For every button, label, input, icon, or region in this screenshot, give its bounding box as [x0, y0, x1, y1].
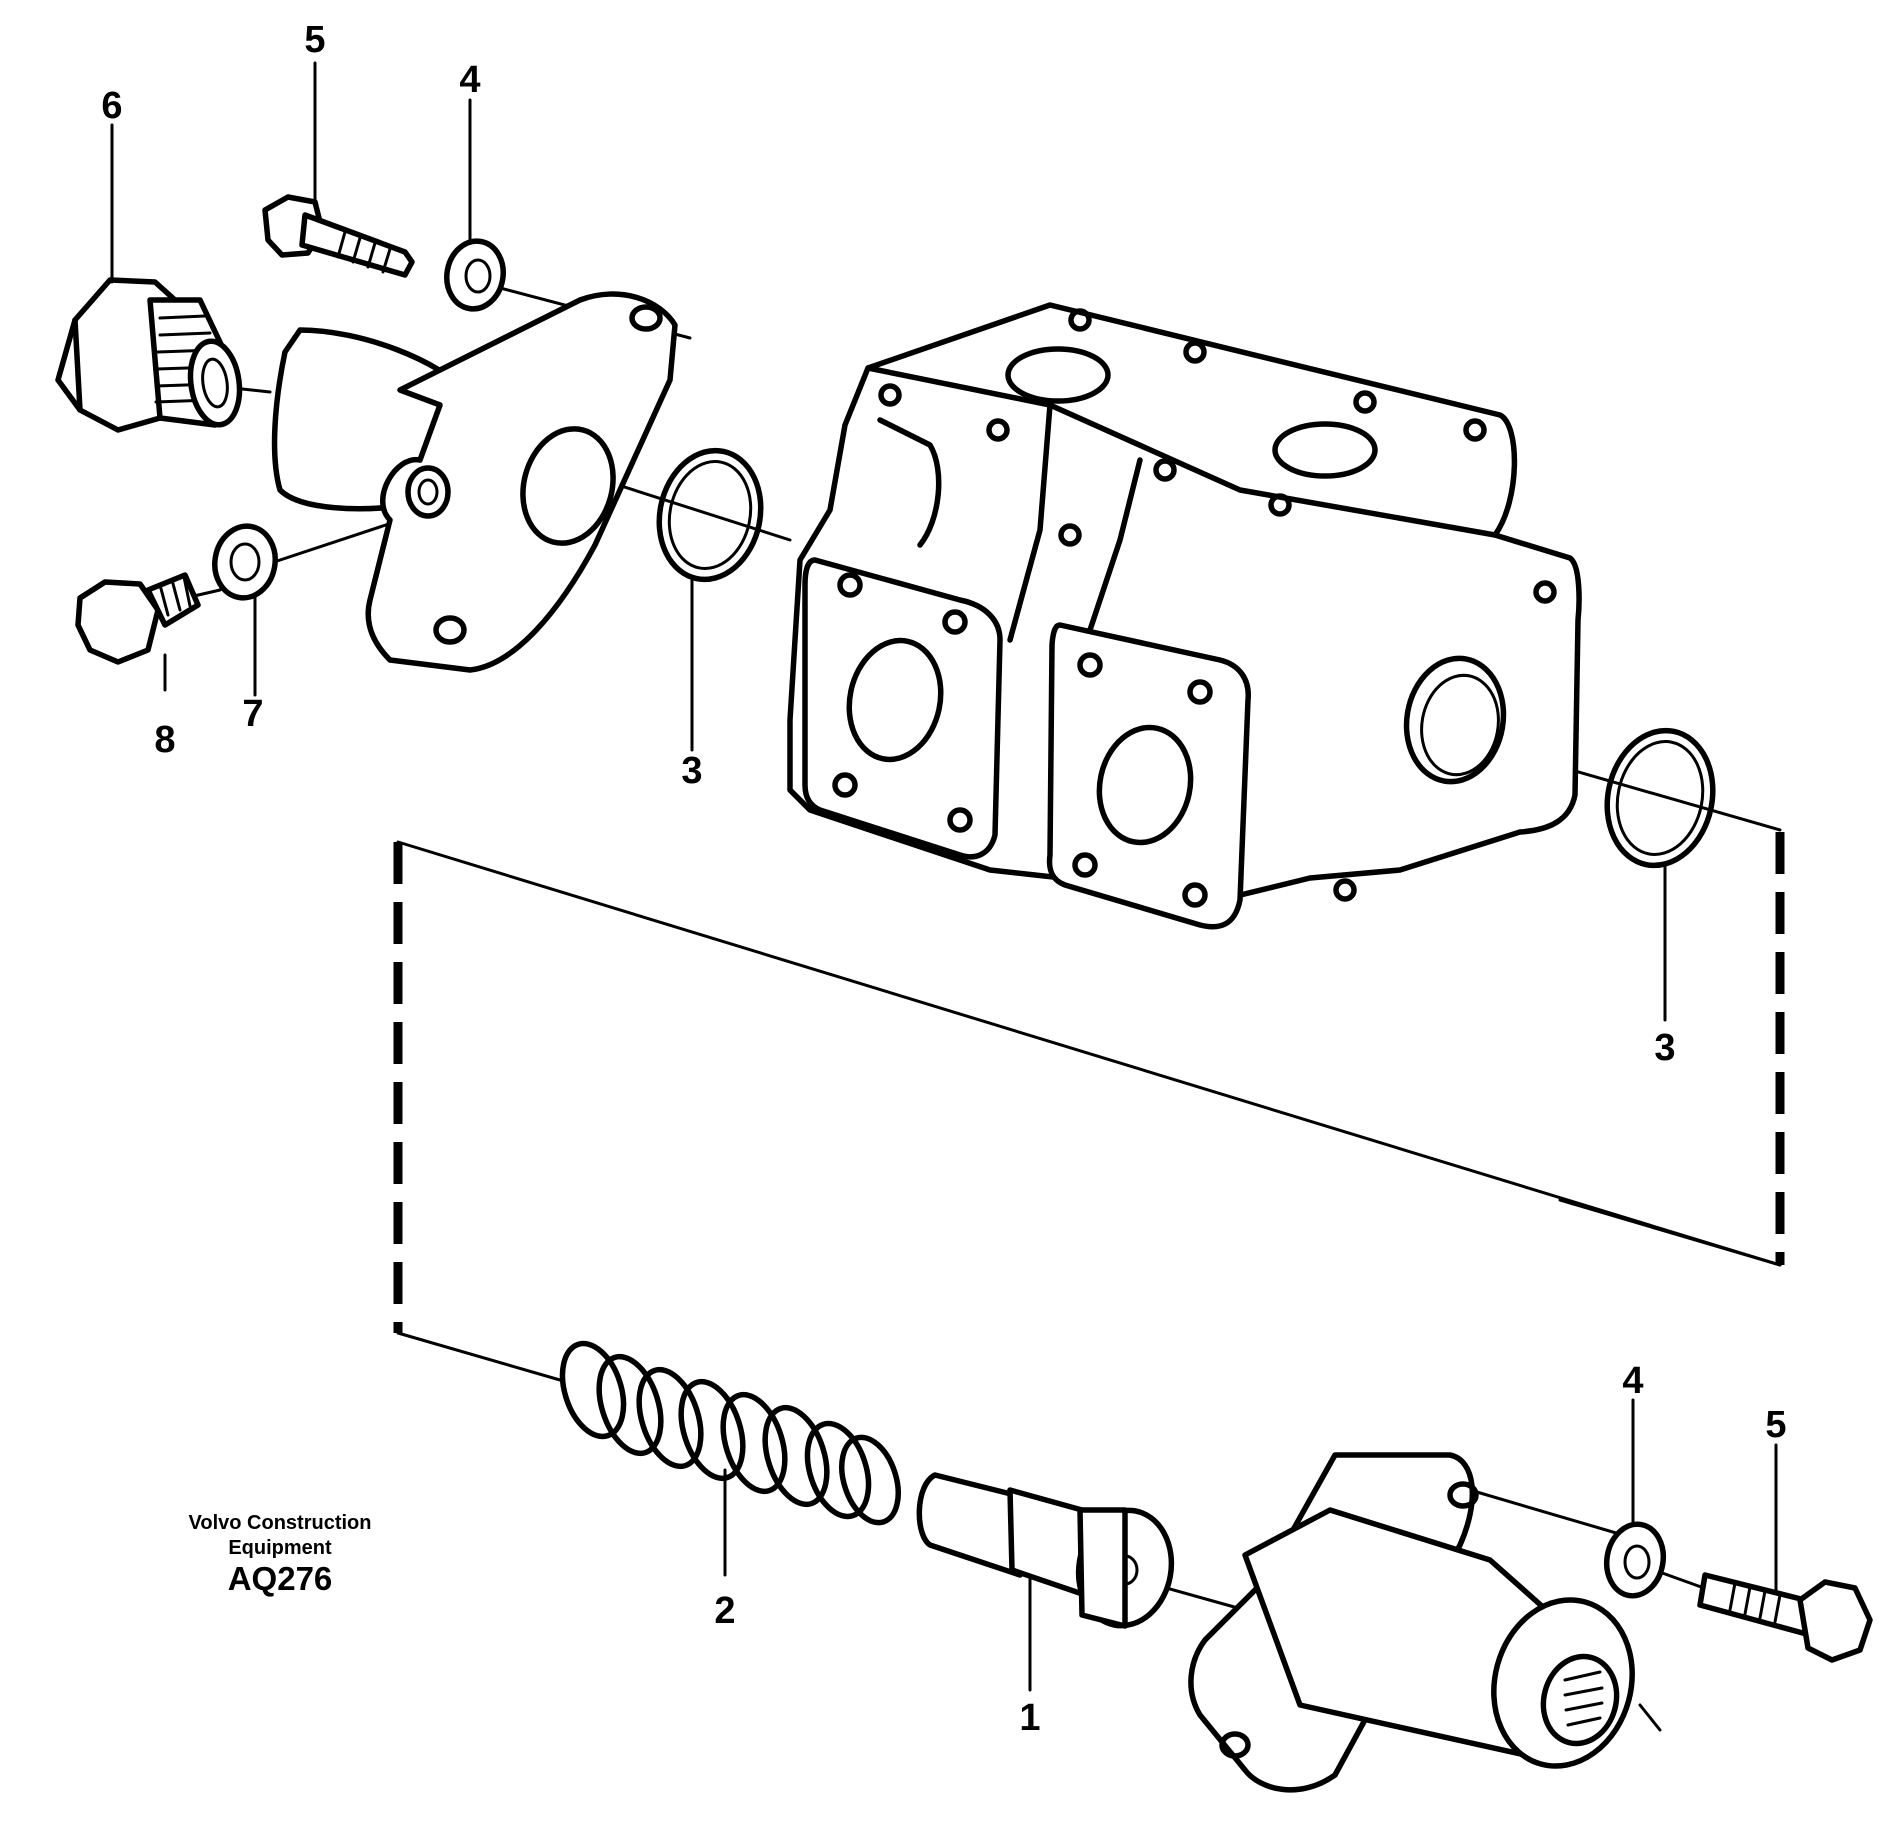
part-4-washer-top: [444, 238, 506, 312]
callout-2: 2: [714, 1590, 735, 1632]
callout-3-left: 3: [681, 750, 702, 792]
brand-name-line1: Volvo Construction: [188, 1512, 372, 1534]
part-2-spring: [559, 1340, 901, 1526]
callout-labels: 5 4 6 8 7 3 3 4 5 2 1: [101, 19, 1786, 1739]
callout-6: 6: [101, 85, 122, 127]
callout-5-bottom: 5: [1765, 1404, 1786, 1446]
part-3-o-ring-left: [656, 447, 764, 583]
left-end-cover: [271, 291, 678, 673]
callout-4-bottom: 4: [1622, 1360, 1643, 1402]
leader-lines: [110, 61, 1778, 1692]
callout-7: 7: [242, 693, 263, 735]
drawing-code: AQ276: [227, 1560, 333, 1597]
callout-4-top: 4: [459, 59, 480, 101]
part-5-bolt-top: [262, 194, 415, 278]
callout-1: 1: [1019, 1697, 1040, 1739]
part-5-bolt-bottom: [1697, 1572, 1873, 1663]
callout-8: 8: [154, 719, 175, 761]
brand-name-line2: Equipment: [228, 1537, 332, 1559]
part-3-o-ring-right: [1604, 727, 1716, 869]
part-4-washer-bottom: [1603, 1521, 1667, 1599]
callout-3-right: 3: [1654, 1027, 1675, 1069]
right-end-cover: [1188, 1452, 1635, 1793]
callout-5-top: 5: [304, 19, 325, 61]
part-8-small-plug: [75, 572, 201, 665]
part-7-washer: [212, 523, 278, 601]
part-1-spool: [916, 1472, 1175, 1629]
part-6-plug: [55, 277, 243, 433]
valve-housing: [787, 302, 1582, 930]
phantom-assembly-outline: [393, 832, 1785, 1382]
